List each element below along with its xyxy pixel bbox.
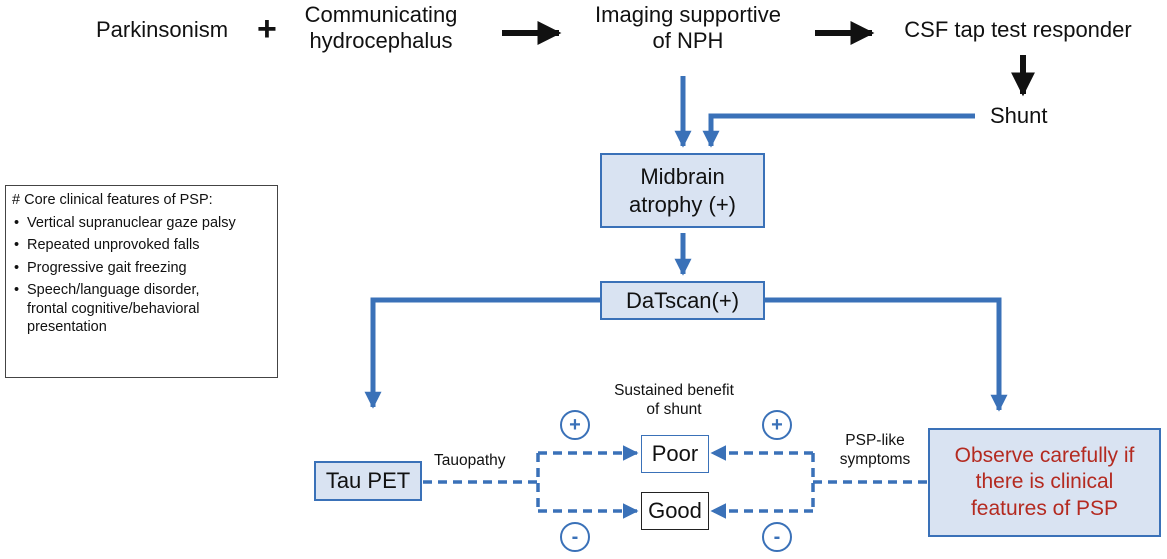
good-outcome-box: Good: [641, 492, 709, 530]
tauopathy-label: Tauopathy: [434, 452, 506, 469]
shunt-label: Shunt: [990, 103, 1048, 128]
feature-item: Vertical supranuclear gaze palsy: [12, 214, 271, 233]
parkinsonism-label: Parkinsonism: [96, 17, 229, 42]
feature-item: Speech/language disorder, frontal cognit…: [12, 281, 271, 337]
plus-circle-right: +: [762, 410, 792, 440]
sustained-benefit-label: Sustained benefit of shunt: [614, 382, 734, 418]
psp-core-features-panel: # Core clinical features of PSP: Vertica…: [5, 185, 278, 378]
tau-pet-box: Tau PET: [314, 461, 422, 501]
observe-carefully-box: Observe carefully if there is clinical f…: [928, 428, 1161, 537]
poor-outcome-box: Poor: [641, 435, 709, 473]
feature-item: Repeated unprovoked falls: [12, 236, 271, 255]
csf-tap-test-label: CSF tap test responder: [904, 17, 1132, 42]
plus-circle-left: +: [560, 410, 590, 440]
features-list: Vertical supranuclear gaze palsy Repeate…: [12, 214, 271, 337]
imaging-supportive-label: Imaging supportive of NPH: [595, 2, 781, 54]
psp-like-symptoms-label: PSP-like symptoms: [839, 432, 911, 468]
arrow-shunt-to-midbrain: [702, 113, 975, 148]
midbrain-atrophy-box: Midbrain atrophy (+): [600, 153, 765, 228]
minus-circle-right: -: [762, 522, 792, 552]
arrow-datscan-to-observe: [765, 297, 1008, 412]
datscan-box: DaTscan(+): [600, 281, 765, 320]
communicating-hydrocephalus-label: Communicating hydrocephalus: [304, 2, 458, 54]
panel-title: # Core clinical features of PSP:: [12, 192, 213, 208]
plus-sign: +: [257, 10, 277, 48]
arrow-datscan-to-taupet: [364, 297, 600, 409]
feature-item: Progressive gait freezing: [12, 259, 271, 278]
minus-circle-left: -: [560, 522, 590, 552]
